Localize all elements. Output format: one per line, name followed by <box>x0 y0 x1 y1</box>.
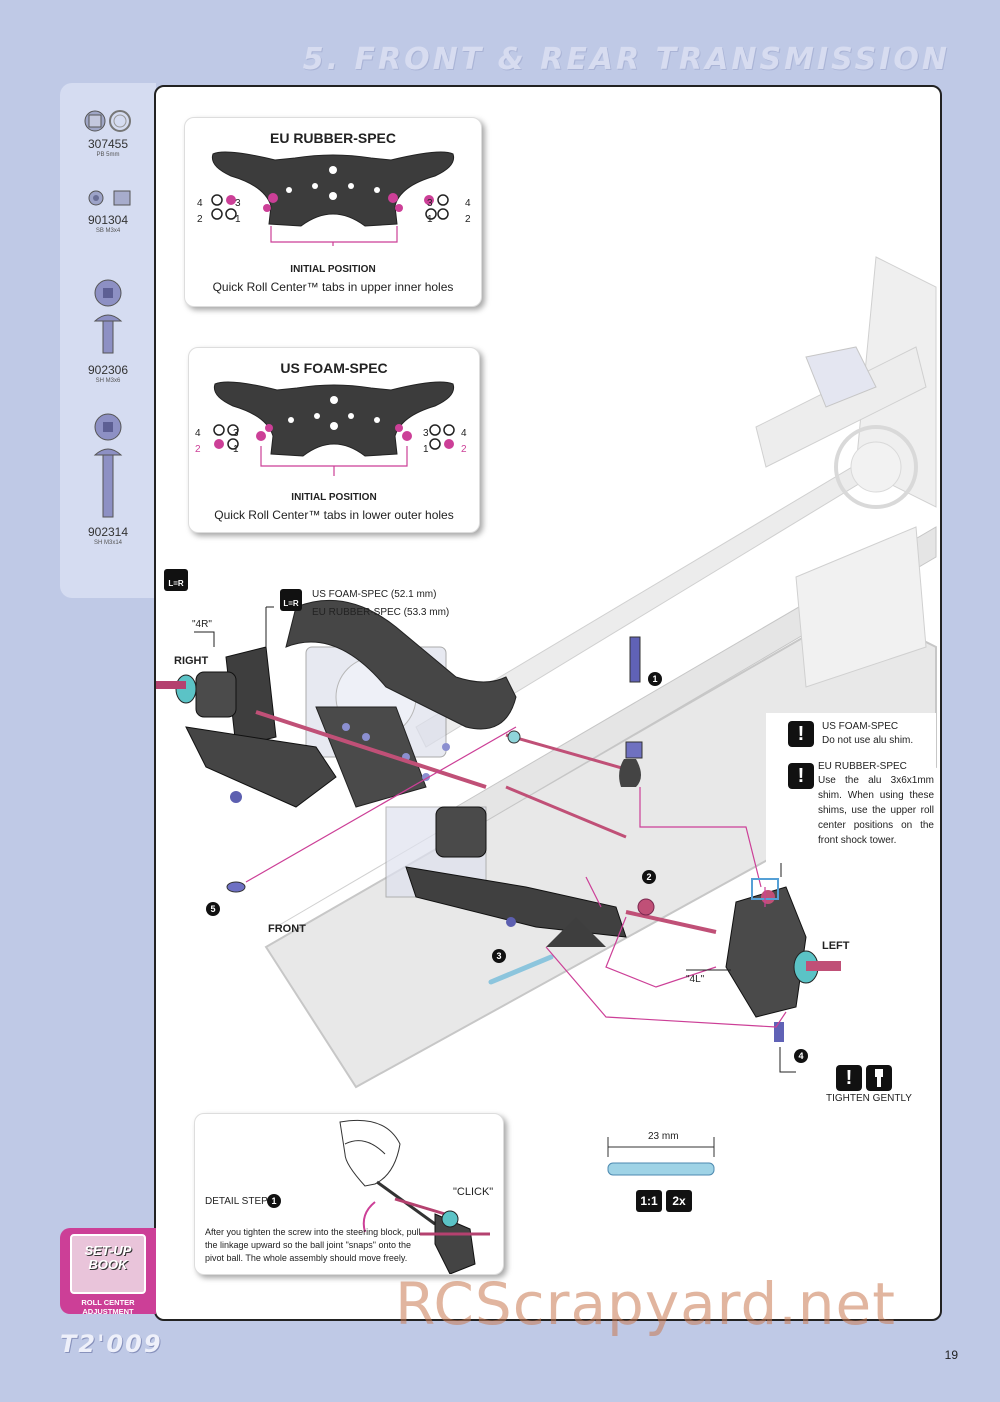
hole-number: 3 <box>427 198 433 209</box>
us-foam-spec-box: US FOAM-SPEC 4 3 2 1 3 4 1 2 INITIAL POS… <box>188 347 480 533</box>
click-label: "CLICK" <box>453 1186 494 1198</box>
us-box-title: US FOAM-SPEC <box>280 360 388 376</box>
us-box-subtitle: INITIAL POSITION <box>291 492 377 503</box>
part-desc: PB 5mm <box>96 152 120 158</box>
part-number: 307455 <box>87 137 129 151</box>
scale-2x-badge: 2x <box>666 1190 692 1212</box>
page-number: 19 <box>944 1348 958 1362</box>
shock-tower-plate-icon <box>211 151 455 246</box>
ball-joint-snap-icon <box>339 1119 490 1274</box>
part-number: 901304 <box>87 213 129 227</box>
roll-center-link: ROLL CENTER ADJUSTMENT <box>81 1298 135 1316</box>
button-head-screw-icon <box>93 279 123 354</box>
us-note-text: Do not use alu shim. <box>822 735 914 746</box>
step-marker-3: 3 <box>492 949 506 963</box>
detail-step-number: 1 <box>267 1194 281 1208</box>
setup-book-word2: BOOK <box>88 1257 128 1272</box>
shock-tower <box>285 599 517 808</box>
screwdriver-icon <box>866 1065 892 1091</box>
instruction-panel: EU RUBBER-SPEC 4 3 2 1 3 4 1 2 INITIAL P… <box>154 85 942 1321</box>
hole-number: 1 <box>235 214 241 225</box>
hole-number: 2 <box>195 444 201 455</box>
part-desc: SB M3x4 <box>95 228 121 234</box>
eu-note-text: Use the alu 3x6x1mm shim. When using the… <box>818 775 934 846</box>
hole-number: 2 <box>465 214 471 225</box>
detail-step-box: DETAIL STEP 1 "CLICK" After you tighten … <box>194 1113 504 1275</box>
left-equals-right-icon: L=R <box>164 569 188 591</box>
long-button-head-screw-icon <box>93 413 123 518</box>
us-spec-length: US FOAM-SPEC (52.1 mm) <box>312 589 437 600</box>
set-screw-icon <box>88 190 131 206</box>
us-box-desc: Quick Roll Center™ tabs in lower outer h… <box>214 508 454 522</box>
part-desc: SH M3x6 <box>95 378 121 384</box>
detail-step-label: DETAIL STEP <box>205 1196 268 1207</box>
warning-icon: ! <box>788 721 814 747</box>
hole-number: 3 <box>235 198 241 209</box>
parts-sidebar: 307455 PB 5mm 901304 SB M3x4 902306 SH M… <box>60 83 156 598</box>
shock-tower-plate-icon <box>213 381 455 476</box>
hole-number: 4 <box>465 198 471 209</box>
hole-number: 1 <box>427 214 433 225</box>
right-hub <box>156 646 487 808</box>
setup-book-word1: SET-UP <box>84 1243 132 1258</box>
part-item: 902306 SH M3x6 <box>60 279 156 385</box>
shim-notes: ! US FOAM-SPEC Do not use alu shim. ! EU… <box>766 713 936 863</box>
label-4r: "4R" <box>192 619 212 630</box>
left-label: LEFT <box>822 940 850 952</box>
part-item: 307455 PB 5mm <box>60 109 156 159</box>
hole-number: 3 <box>233 428 239 439</box>
part-item: 902314 SH M3x14 <box>60 413 156 547</box>
warning-icon: ! <box>836 1065 862 1091</box>
right-label: RIGHT <box>174 655 209 667</box>
step-marker-5: 5 <box>206 902 220 916</box>
part-item: 901304 SB M3x4 <box>60 187 156 235</box>
detail-step-text: After you tighten the screw into the ste… <box>205 1227 421 1263</box>
step-marker-4: 4 <box>794 1049 808 1063</box>
hole-number: 4 <box>197 198 203 209</box>
step-marker-1: 1 <box>648 672 662 686</box>
pivot-ball-icon <box>84 110 131 132</box>
step-marker-2: 2 <box>642 870 656 884</box>
part-number: 902306 <box>87 363 129 377</box>
scale-length: 23 mm <box>648 1131 679 1142</box>
eu-rubber-spec-box: EU RUBBER-SPEC 4 3 2 1 3 4 1 2 INITIAL P… <box>184 117 482 307</box>
us-note-title: US FOAM-SPEC <box>822 721 899 732</box>
setup-book-tab[interactable]: SET-UP BOOK ROLL CENTER ADJUSTMENT <box>60 1228 156 1316</box>
eu-spec-length: EU RUBBER-SPEC (53.3 mm) <box>312 607 450 618</box>
part-number: 902314 <box>87 525 129 539</box>
warning-icon: ! <box>788 763 814 789</box>
part-desc: SH M3x14 <box>93 540 122 546</box>
product-logo: T2'009 <box>60 1330 163 1358</box>
watermark: RCScrapyard.net <box>395 1270 896 1338</box>
label-4l: "4L" <box>686 974 705 985</box>
scale-pin-diagram <box>607 1137 715 1176</box>
hole-number: 3 <box>423 428 429 439</box>
front-label: FRONT <box>268 923 306 935</box>
left-equals-right-icon: L=R <box>280 589 302 611</box>
setup-book-icon: SET-UP BOOK <box>70 1234 146 1294</box>
tighten-gently-label: TIGHTEN GENTLY <box>826 1093 912 1104</box>
hole-number: 2 <box>461 444 467 455</box>
eu-note-title: EU RUBBER-SPEC <box>818 761 907 772</box>
eu-box-title: EU RUBBER-SPEC <box>269 130 396 146</box>
hole-number: 4 <box>195 428 201 439</box>
left-hub <box>625 886 841 1042</box>
hole-number: 1 <box>423 444 429 455</box>
eu-box-subtitle: INITIAL POSITION <box>290 264 376 275</box>
page-title: 5. FRONT & REAR TRANSMISSION <box>302 42 950 77</box>
hole-number: 2 <box>197 214 203 225</box>
scale-1-1-badge: 1:1 <box>636 1190 662 1212</box>
hole-number: 4 <box>461 428 467 439</box>
eu-box-desc: Quick Roll Center™ tabs in upper inner h… <box>212 280 454 294</box>
hole-number: 1 <box>233 444 239 455</box>
front-arm <box>405 806 627 947</box>
